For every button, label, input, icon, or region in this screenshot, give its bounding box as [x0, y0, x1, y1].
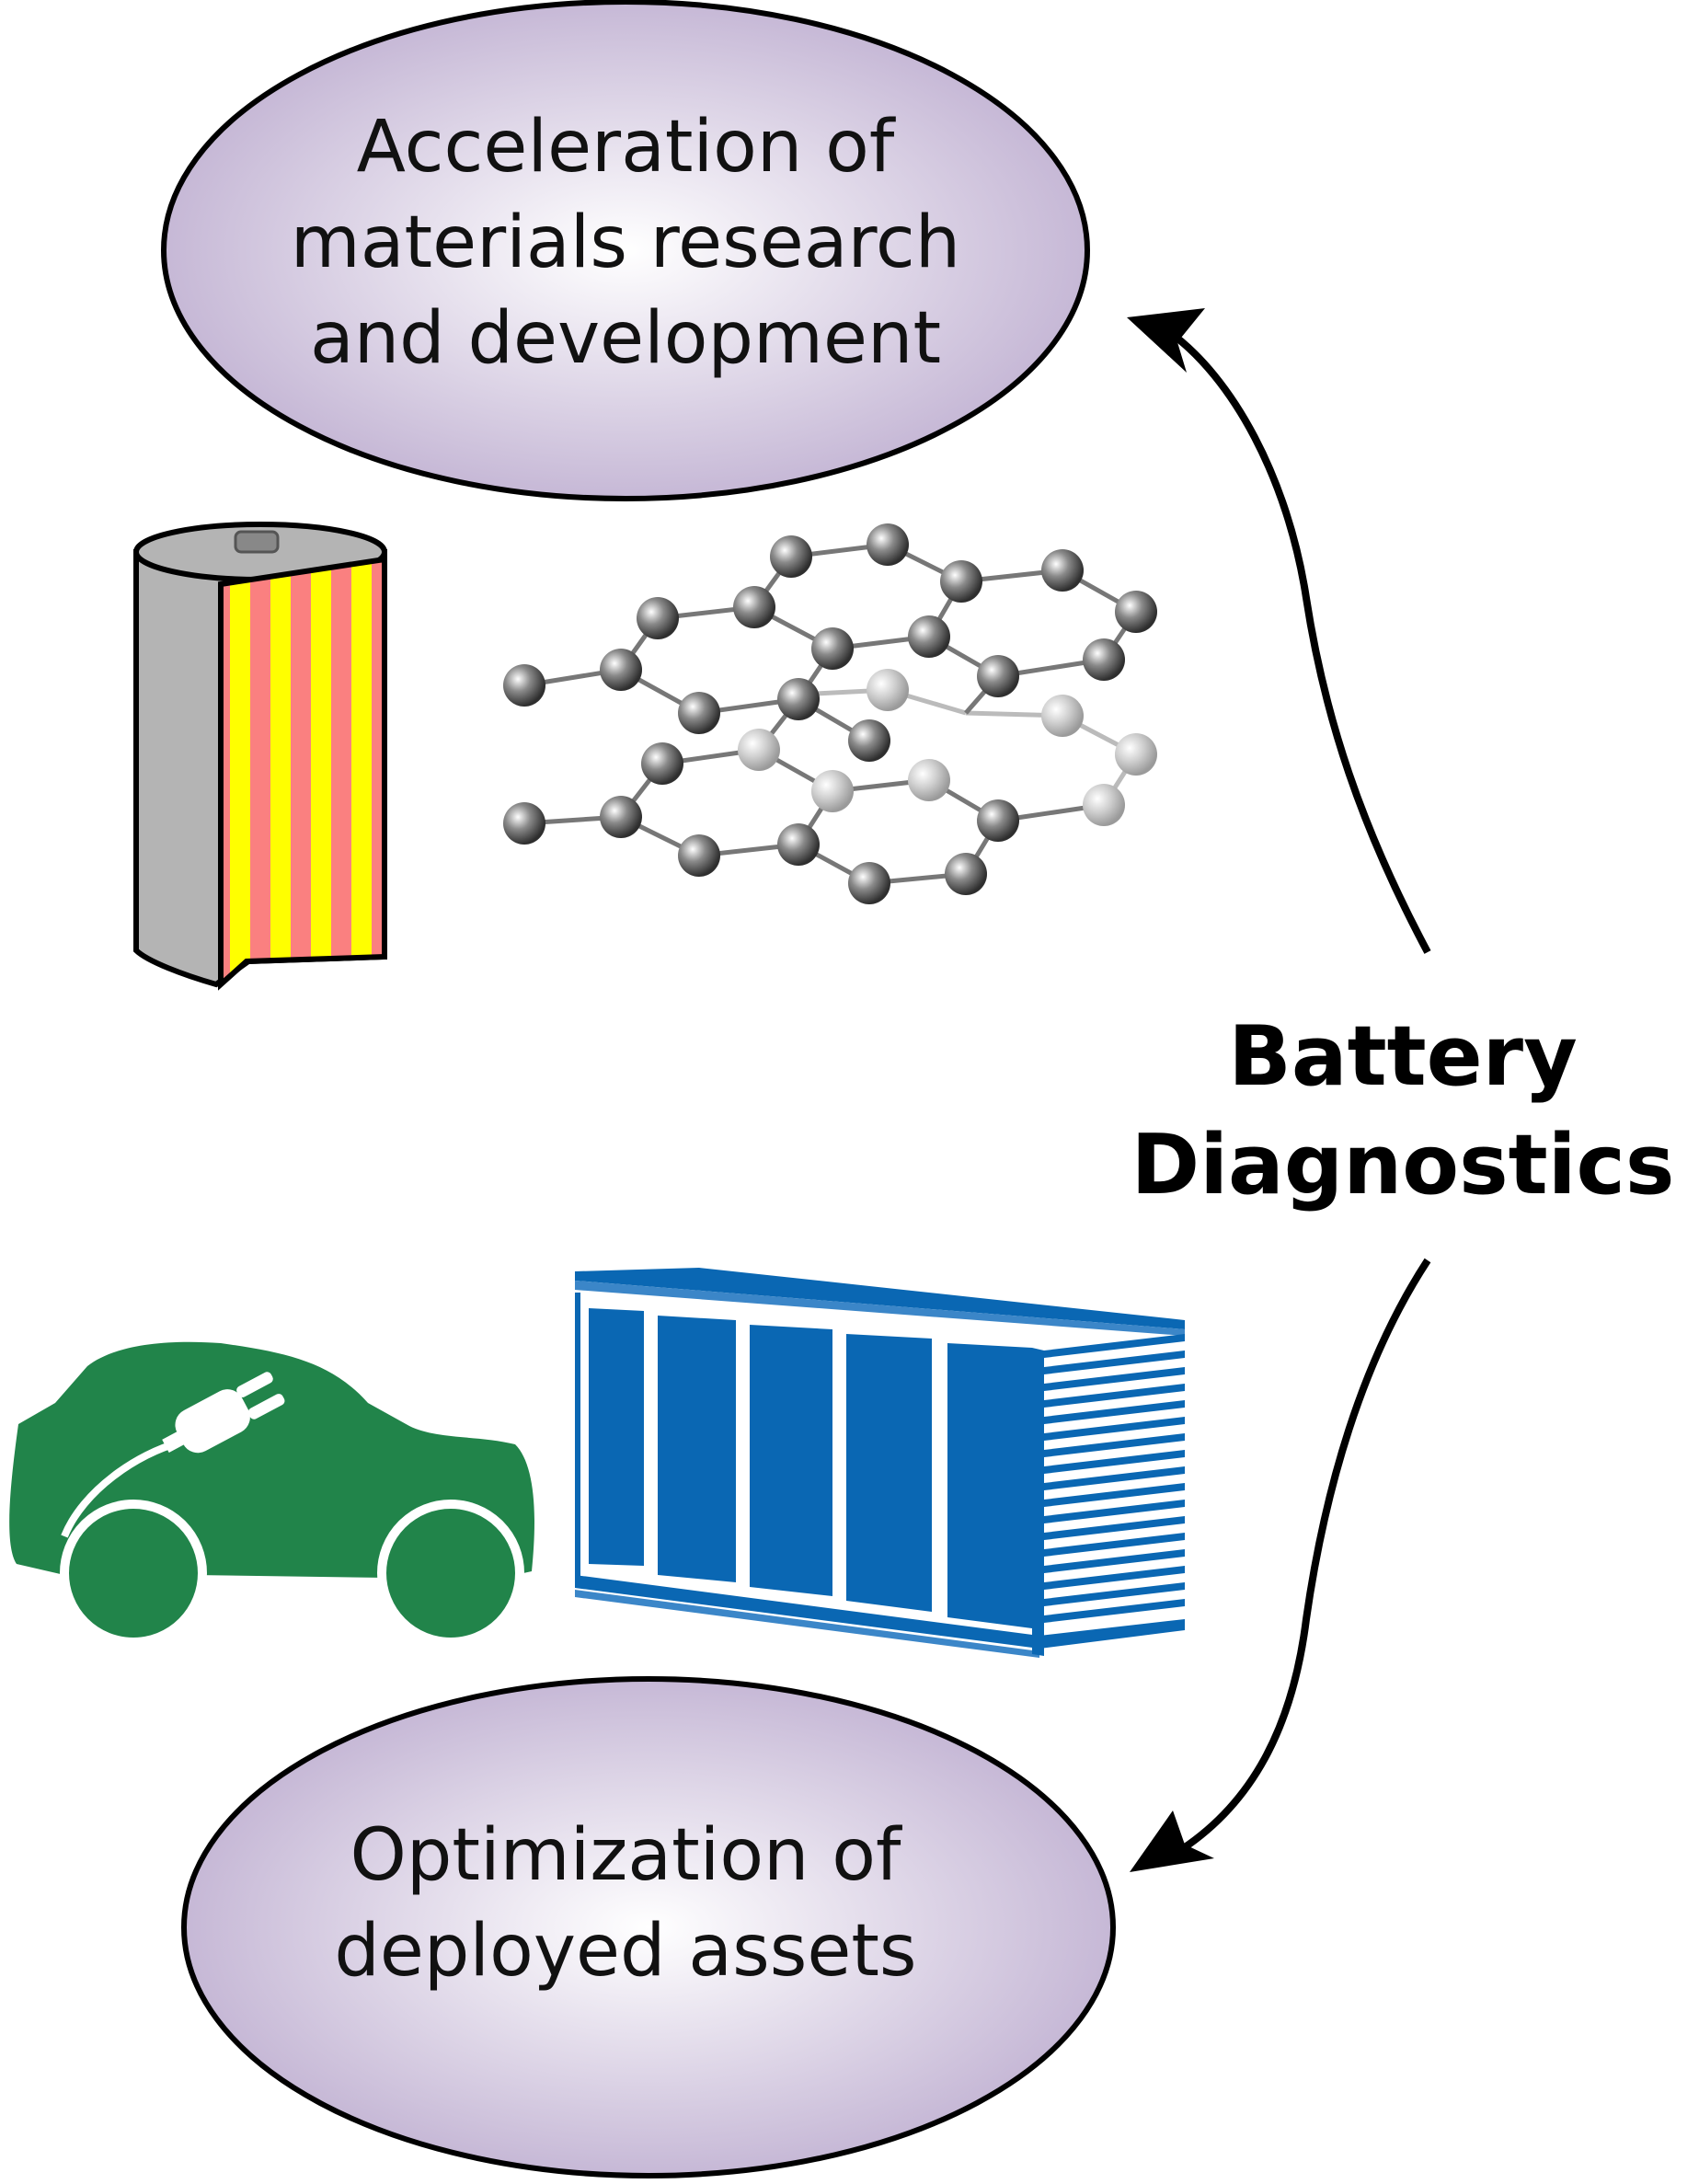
arrow-down-icon — [1130, 1258, 1431, 1872]
center-label-line: Diagnostics — [1131, 1117, 1675, 1213]
bottom-oval — [181, 1676, 1116, 2178]
top-oval-line: materials research — [290, 201, 961, 284]
battery-pack-icon — [575, 1268, 1185, 1658]
bottom-oval-line: deployed assets — [334, 1910, 917, 1993]
top-oval-line: and development — [309, 297, 942, 380]
top-oval-text: Acceleration of materials research and d… — [212, 99, 1039, 386]
bottom-oval-text: Optimization of deployed assets — [212, 1808, 1039, 1999]
arrow-up-icon — [1127, 308, 1431, 954]
top-oval — [161, 0, 1090, 501]
center-label: Battery Diagnostics — [1108, 1003, 1697, 1220]
graphene-lattice-icon — [503, 523, 1157, 904]
center-label-line: Battery — [1228, 1008, 1578, 1105]
bottom-oval-line: Optimization of — [350, 1814, 901, 1897]
top-oval-line: Acceleration of — [356, 106, 895, 189]
battery-cell-icon — [133, 522, 387, 991]
electric-car-icon — [9, 1341, 534, 1647]
